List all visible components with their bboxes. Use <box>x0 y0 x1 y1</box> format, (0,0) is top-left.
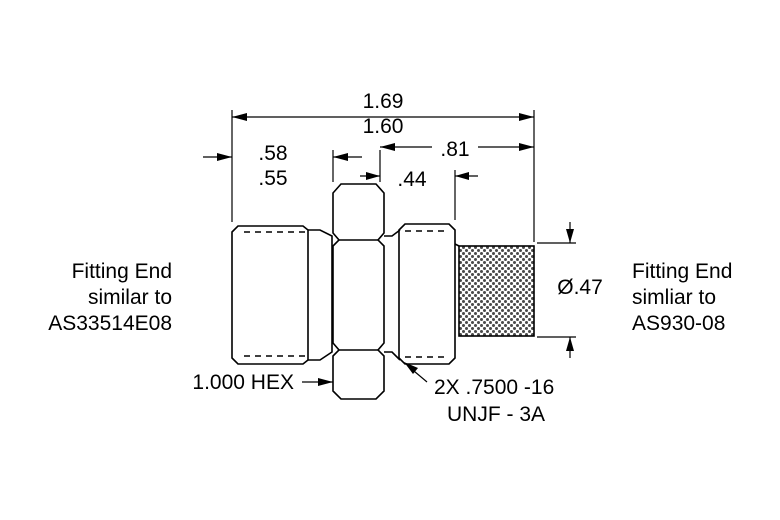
left-neck <box>308 229 333 361</box>
part-body <box>231 183 535 400</box>
thread-note-line1: 2X .7500 -16 <box>434 376 554 399</box>
dim-mid-len: .44 <box>397 168 427 191</box>
right-neck <box>384 229 401 361</box>
right-thread-body <box>398 223 456 365</box>
leader-lines <box>302 362 428 386</box>
right-end-note-line1: Fitting End <box>632 260 732 283</box>
left-end-note-line2: similar to <box>88 286 172 309</box>
left-end-note-line3: AS33514E08 <box>48 312 172 335</box>
dim-overall-min: 1.60 <box>363 115 404 138</box>
hex-note: 1.000 HEX <box>192 371 294 394</box>
dim-right-len: .81 <box>440 138 469 161</box>
dim-diameter: Ø.47 <box>557 276 603 299</box>
filter-connector <box>454 243 460 247</box>
left-fitting-end <box>231 225 309 365</box>
right-end-note-line3: AS930-08 <box>632 312 725 335</box>
left-end-note-line1: Fitting End <box>72 260 172 283</box>
filter-screen <box>458 245 535 337</box>
dim-left-min: .55 <box>258 167 287 190</box>
thread-note-line2: UNJF - 3A <box>447 403 545 426</box>
extension-lines <box>231 110 576 338</box>
dim-left-max: .58 <box>258 142 287 165</box>
right-end-note-line2: simliar to <box>632 286 716 309</box>
dimension-lines <box>203 113 574 358</box>
dim-overall-max: 1.69 <box>363 90 404 113</box>
hex-nut <box>332 183 385 400</box>
